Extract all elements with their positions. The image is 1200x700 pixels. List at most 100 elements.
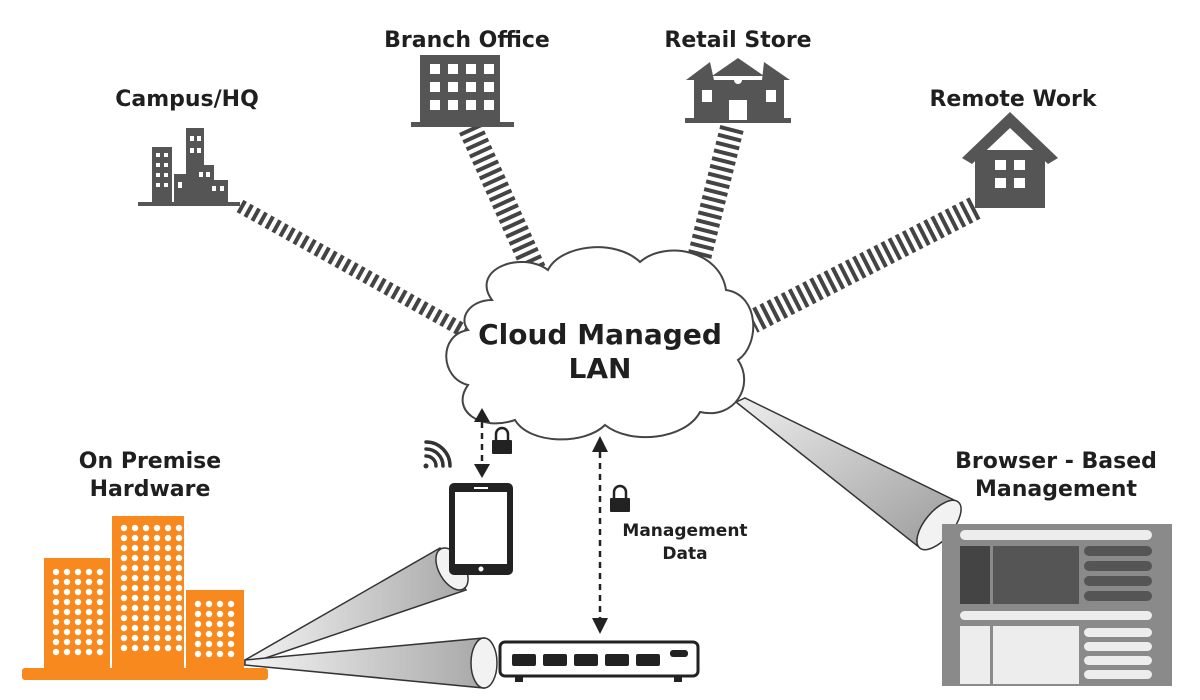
window-dot <box>227 630 235 638</box>
link-campus <box>236 199 470 339</box>
browser-mgmt-label: Browser - Based Management <box>940 448 1172 504</box>
window-dot <box>153 614 161 622</box>
window-dot <box>164 544 172 552</box>
house-icon <box>962 112 1058 208</box>
window-dot <box>194 640 202 648</box>
window-dot <box>131 524 139 532</box>
window-dot <box>96 628 104 636</box>
window-dot <box>96 638 104 646</box>
window-dot <box>164 604 172 612</box>
window-dot <box>142 554 150 562</box>
window-dot <box>96 578 104 586</box>
window-dot <box>85 608 93 616</box>
link-remote <box>746 197 981 333</box>
on-premise-line2: Hardware <box>89 477 211 502</box>
window-dot <box>175 644 183 652</box>
window-dot <box>175 624 183 632</box>
window-dot <box>164 634 172 642</box>
window-dot <box>74 578 82 586</box>
window-dot <box>175 534 183 542</box>
window-dot <box>175 604 183 612</box>
management-data-line1: Management <box>622 521 748 541</box>
window-dot <box>142 624 150 632</box>
office-building-icon <box>411 55 514 127</box>
browser-mgmt-line1: Browser - Based <box>955 449 1157 474</box>
window-dot <box>74 598 82 606</box>
site-label-campus: Campus/HQ <box>115 87 259 112</box>
window-dot <box>96 568 104 576</box>
window-dot <box>153 624 161 632</box>
window-dot <box>142 534 150 542</box>
window-dot <box>175 614 183 622</box>
window-dot <box>153 634 161 642</box>
window-dot <box>96 648 104 656</box>
window-dot <box>63 598 71 606</box>
beam-switch-end <box>470 637 498 689</box>
wifi-icon <box>423 440 452 469</box>
window-dot <box>131 614 139 622</box>
window-dot <box>120 644 128 652</box>
window-dot <box>52 618 60 626</box>
window-dot <box>153 534 161 542</box>
management-data-label: Management Data <box>610 520 760 566</box>
window-dot <box>227 620 235 628</box>
window-dot <box>131 594 139 602</box>
window-dot <box>175 564 183 572</box>
window-dot <box>52 588 60 596</box>
window-dot <box>120 594 128 602</box>
window-dot <box>153 604 161 612</box>
window-dot <box>142 524 150 532</box>
browser-mgmt-line2: Management <box>975 477 1137 502</box>
window-dot <box>52 638 60 646</box>
window-dot <box>142 564 150 572</box>
window-dot <box>120 574 128 582</box>
window-dot <box>52 608 60 616</box>
cloud-title-line2: LAN <box>568 352 632 385</box>
window-dot <box>227 640 235 648</box>
window-dot <box>194 610 202 618</box>
window-dot <box>131 574 139 582</box>
window-dot <box>120 554 128 562</box>
window-dot <box>131 644 139 652</box>
tablet-icon <box>449 483 513 575</box>
window-dot <box>164 624 172 632</box>
window-dot <box>131 564 139 572</box>
window-dot <box>205 640 213 648</box>
window-dot <box>63 648 71 656</box>
window-dot <box>216 610 224 618</box>
window-dot <box>205 620 213 628</box>
site-label-branch: Branch Office <box>384 28 550 53</box>
window-dot <box>164 584 172 592</box>
window-dot <box>63 618 71 626</box>
window-dot <box>120 614 128 622</box>
window-dot <box>131 584 139 592</box>
window-dot <box>74 618 82 626</box>
window-dot <box>205 630 213 638</box>
window-dot <box>205 610 213 618</box>
switch-icon <box>498 640 700 682</box>
window-dot <box>63 638 71 646</box>
window-dot <box>175 524 183 532</box>
window-dot <box>153 574 161 582</box>
store-icon <box>685 58 791 123</box>
window-dot <box>63 628 71 636</box>
window-dot <box>52 598 60 606</box>
cloud-title-line1: Cloud Managed <box>478 318 722 351</box>
link-retail <box>682 125 744 281</box>
window-dot <box>131 604 139 612</box>
window-dot <box>175 594 183 602</box>
window-dot <box>194 620 202 628</box>
window-dot <box>74 568 82 576</box>
window-dot <box>153 564 161 572</box>
window-dot <box>85 618 93 626</box>
window-dot <box>164 554 172 562</box>
window-dot <box>175 574 183 582</box>
window-dot <box>153 644 161 652</box>
window-dot <box>164 524 172 532</box>
window-dot <box>216 650 224 658</box>
window-dot <box>120 584 128 592</box>
window-dot <box>164 644 172 652</box>
window-dot <box>63 568 71 576</box>
window-dot <box>85 588 93 596</box>
